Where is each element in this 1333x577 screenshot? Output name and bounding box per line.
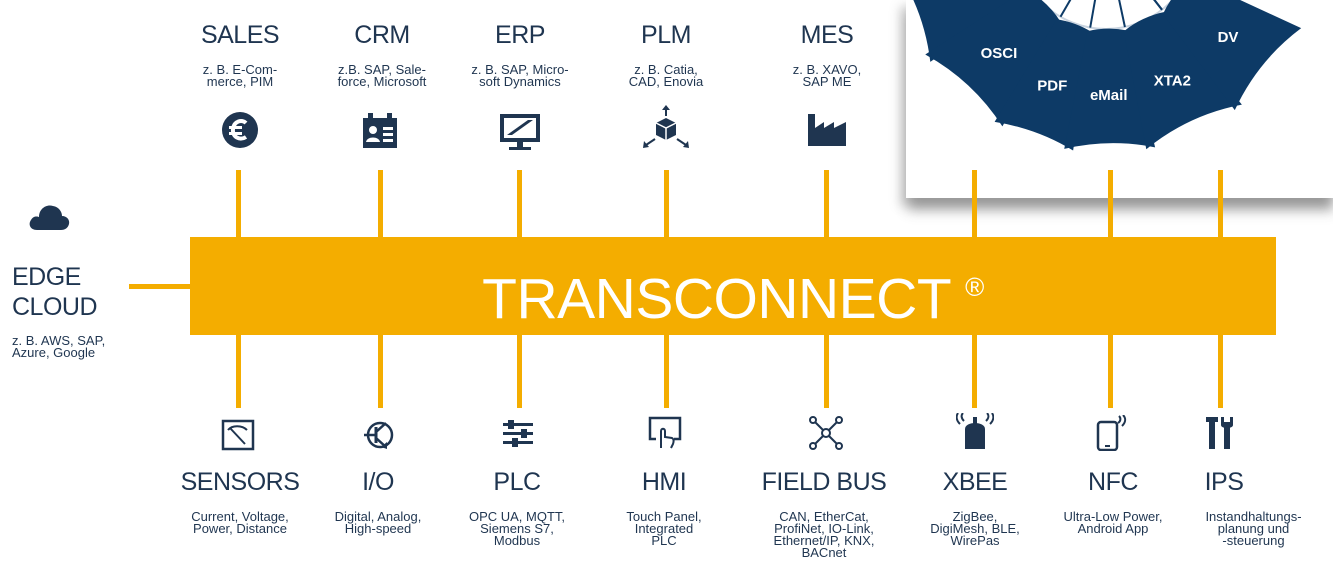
system-desc: Current, Voltage, Power, Distance [191, 509, 289, 536]
system-title: SENSORS [180, 468, 300, 496]
top-connector [517, 170, 522, 238]
system-title: MES [800, 21, 854, 49]
edge-connector [129, 284, 191, 289]
top-connector [378, 170, 383, 238]
radio-module-icon [956, 413, 994, 451]
brand-name: TRANSCONNECT [482, 267, 952, 331]
wheel-segment [925, 0, 1061, 127]
bottom-connector [1218, 334, 1223, 408]
wheel-spoke [1153, 0, 1163, 11]
wheel-spoke [1118, 0, 1126, 28]
sliders-icon [501, 419, 535, 449]
system-title: PLC [493, 468, 541, 496]
system-desc: Ultra-Low Power, Android App [1063, 509, 1163, 536]
document-wheel: DMS OSCI PDF eMail XTA2 DV [913, 0, 1302, 151]
system-title: XBEE [942, 468, 1008, 496]
wheel-spoke [1089, 0, 1097, 28]
wheel-segment [994, 19, 1092, 151]
gauge-icon [221, 419, 255, 451]
system-desc: z. B. Catia, CAD, Enovia [628, 62, 704, 89]
bottom-connector [972, 334, 977, 408]
wheel-segment-label: XTA2 [1154, 72, 1191, 89]
system-desc: z. B. E-Com- merce, PIM [202, 62, 278, 89]
wheel-segment-label: DV [1218, 29, 1239, 46]
euro-cycle-icon [218, 109, 262, 151]
contacts-icon [360, 112, 400, 150]
wheel-segment [1162, 0, 1302, 111]
transistor-icon [362, 417, 398, 453]
system-title: PLM [641, 21, 691, 49]
document-wheel-panel: DMS OSCI PDF eMail XTA2 DV [906, 0, 1333, 198]
wheel-connector-2 [1108, 170, 1113, 238]
system-desc: OPC UA, MQTT, Siemens S7, Modbus [468, 509, 566, 548]
wheel-segment-label: PDF [1037, 78, 1067, 95]
factory-icon [806, 110, 850, 148]
network-node-icon [808, 415, 844, 451]
cloud-icon [28, 200, 70, 232]
system-desc: CAN, EtherCat, ProfiNet, IO-Link, Ethern… [773, 509, 875, 560]
system-title: HMI [641, 468, 687, 496]
system-desc: Instandhaltungs- planung und -steuerung [1205, 509, 1302, 548]
registered-mark: ® [965, 272, 984, 302]
system-desc: Touch Panel, Integrated PLC [626, 509, 702, 548]
cube-arrows-icon [640, 104, 692, 156]
bottom-connector [664, 334, 669, 408]
top-connector [664, 170, 669, 238]
system-desc: Digital, Analog, High-speed [334, 509, 422, 536]
system-title: ERP [495, 21, 545, 49]
wheel-segment [1123, 11, 1242, 150]
system-title: IPS [1204, 468, 1244, 496]
wheel-connector-1 [972, 170, 977, 238]
phone-nfc-icon [1094, 415, 1128, 451]
bottom-connector [236, 334, 241, 408]
edge-title-line1: EDGE [12, 263, 81, 291]
wheel-segment-label: DMS [943, 0, 976, 3]
edge-title: EDGE CLOUD [12, 262, 98, 322]
bottom-connector [517, 334, 522, 408]
top-connector [824, 170, 829, 238]
wheel-segment-label: OSCI [981, 45, 1018, 62]
system-desc: z. B. XAVO, SAP ME [792, 62, 862, 89]
edge-desc: z. B. AWS, SAP, Azure, Google [12, 333, 106, 360]
touch-panel-icon [646, 415, 684, 451]
system-title: I/O [362, 468, 394, 496]
system-title: CRM [354, 21, 410, 49]
monitor-icon [498, 112, 542, 152]
system-title: NFC [1088, 468, 1138, 496]
bottom-connector [1108, 334, 1113, 408]
transconnect-bar: TRANSCONNECT ® [190, 237, 1276, 335]
system-desc: z. B. SAP, Micro- soft Dynamics [471, 62, 569, 89]
top-connector [236, 170, 241, 238]
bottom-connector [824, 334, 829, 408]
tools-icon [1203, 415, 1237, 451]
transconnect-label: TRANSCONNECT ® [190, 259, 1276, 328]
wheel-connector-3 [1218, 170, 1223, 238]
system-title: FIELD BUS [761, 468, 887, 496]
wheel-segment-label: eMail [1090, 87, 1128, 104]
bottom-connector [378, 334, 383, 408]
edge-title-line2: CLOUD [12, 293, 98, 321]
system-desc: ZigBee, DigiMesh, BLE, WirePas [930, 509, 1020, 548]
system-desc: z.B. SAP, Sale- force, Microsoft [337, 62, 427, 89]
wheel-spoke [1059, 0, 1072, 18]
system-title: SALES [200, 21, 280, 49]
